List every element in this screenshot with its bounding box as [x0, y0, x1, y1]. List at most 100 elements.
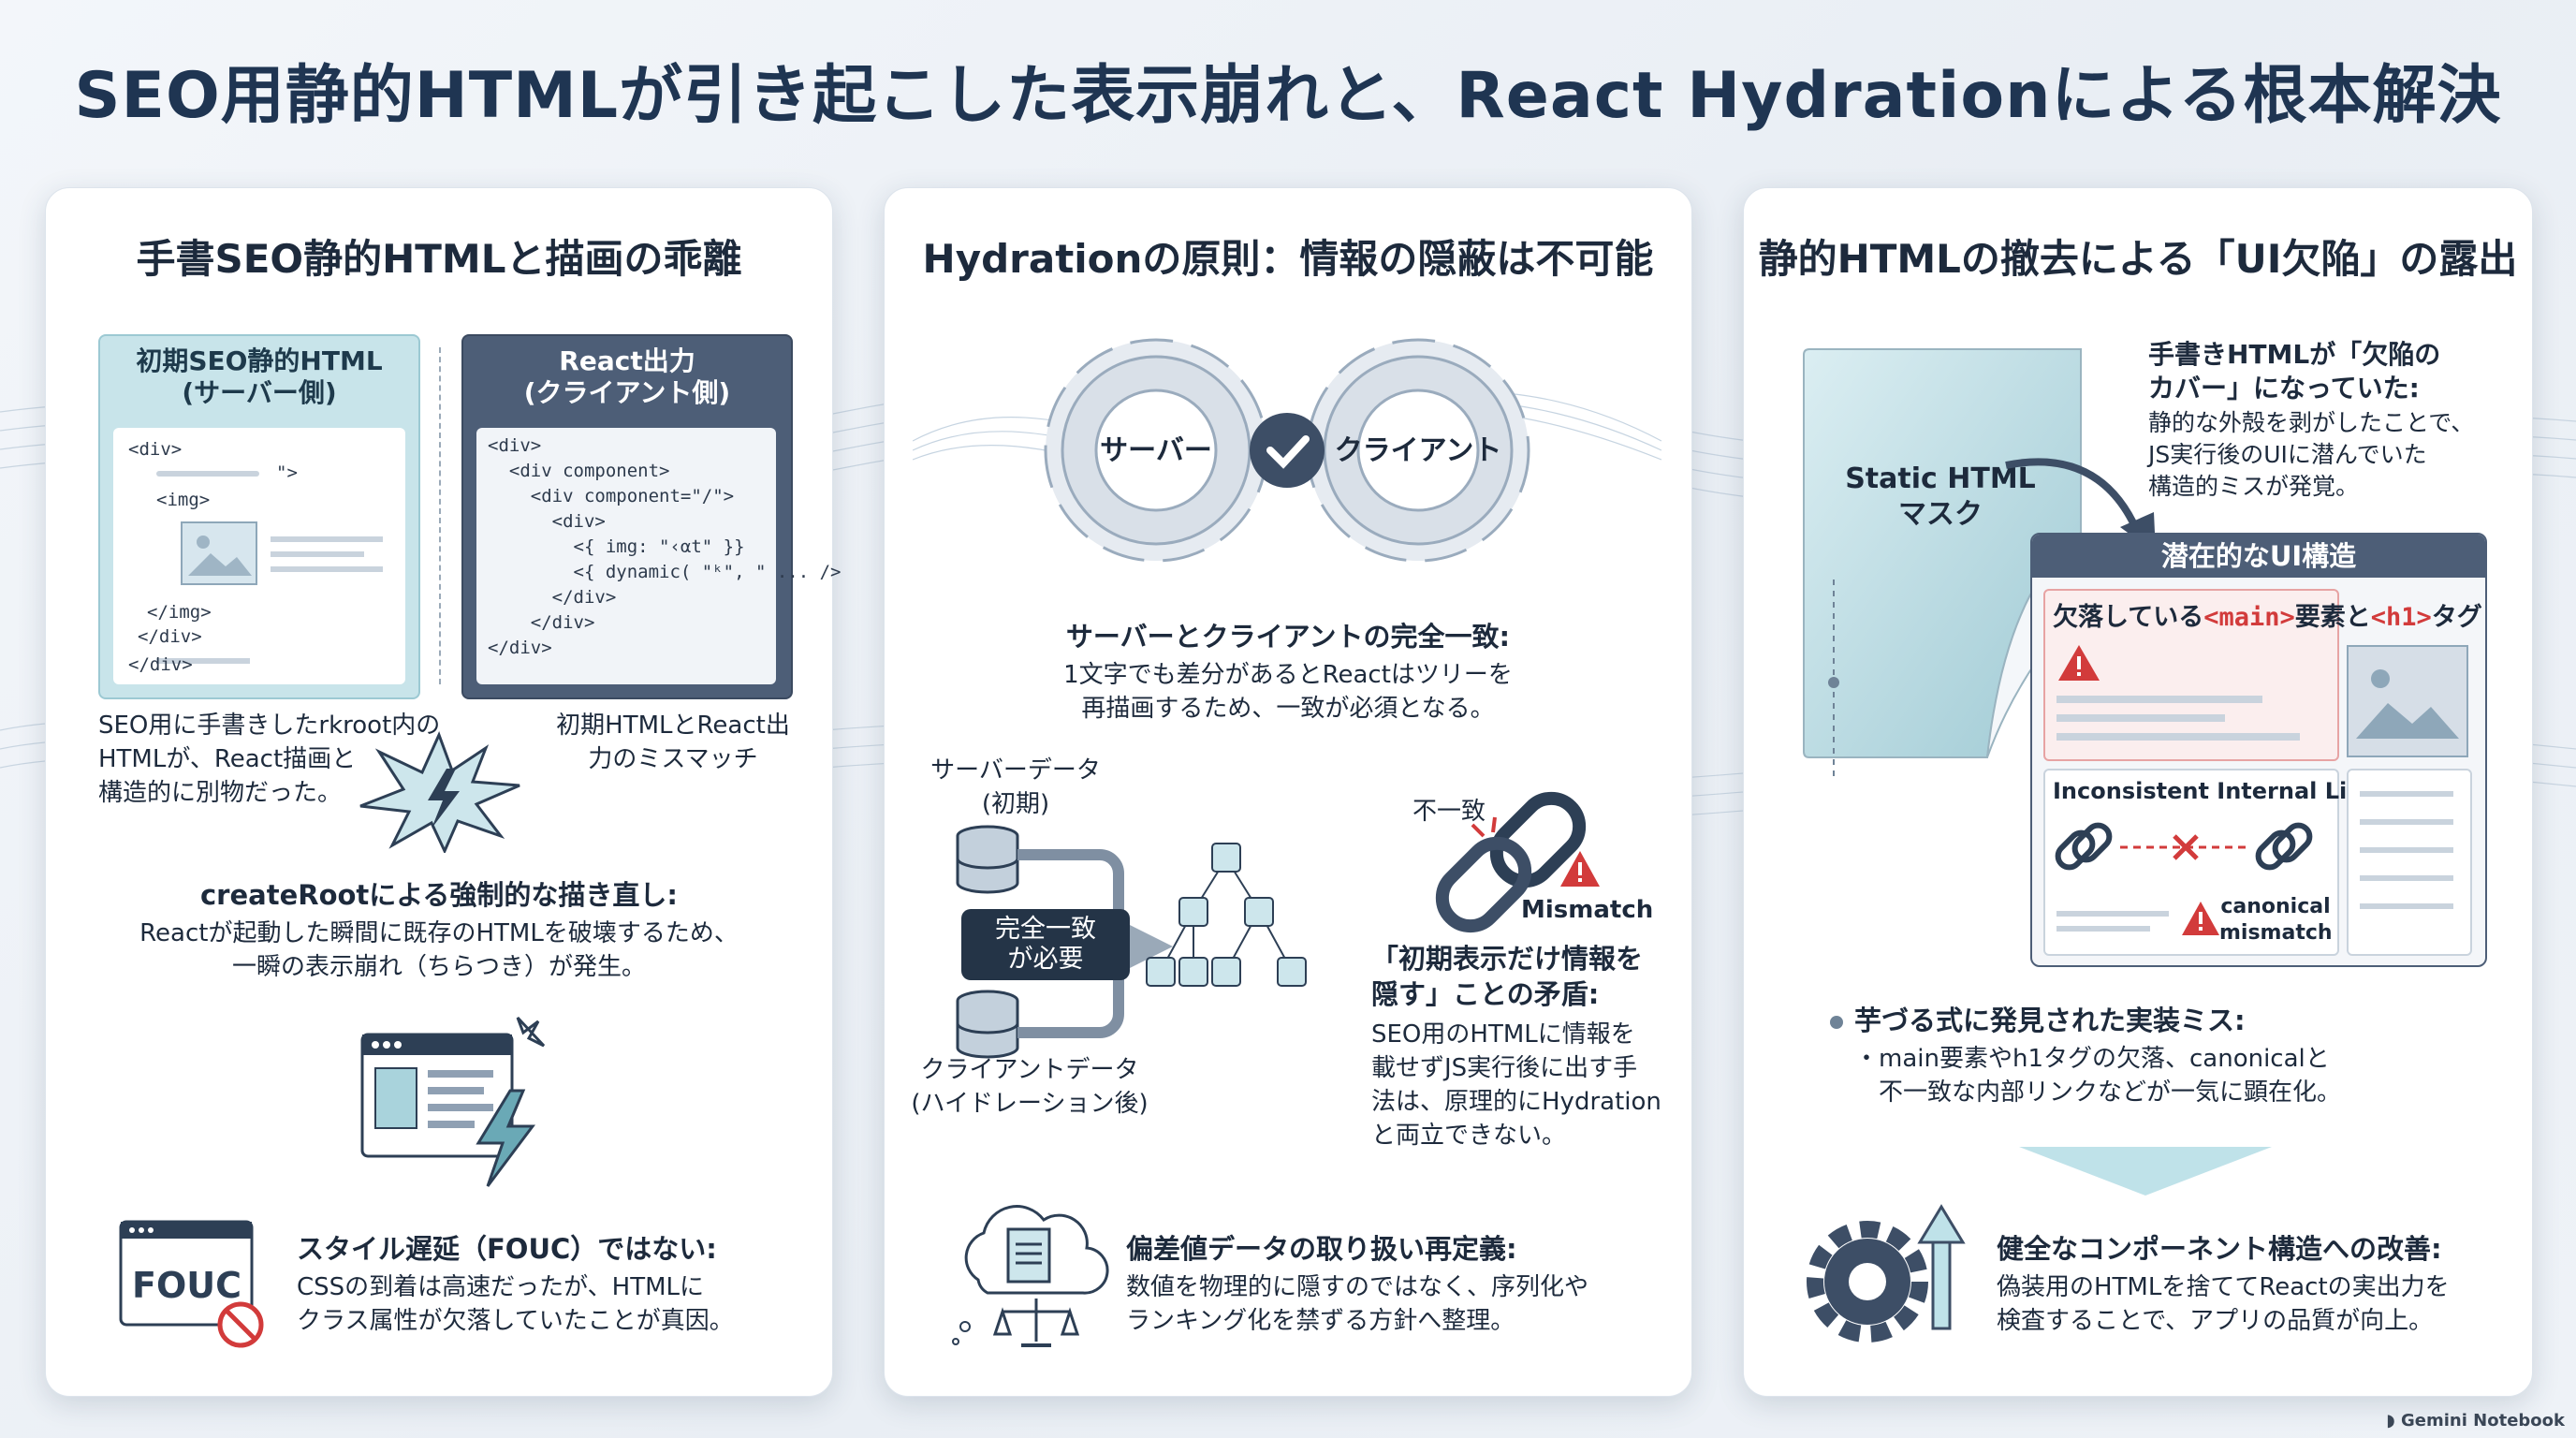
code-line: </div> [488, 587, 617, 608]
caption-left-line: 構造的に別物だった。 [98, 779, 343, 807]
divider [439, 347, 441, 684]
mask-label: Static HTML マスク [1837, 462, 2043, 533]
server-data-label: サーバーデータ (初期) [922, 754, 1109, 821]
static-html-title-line1: 初期SEO静的HTML [136, 345, 383, 376]
latent-ui-header: 潜在的なUI構造 [2032, 535, 2485, 578]
mask-label-line: マスク [1898, 498, 1983, 531]
body-line: 載せずJS実行後に出す手 [1371, 1054, 1638, 1082]
code-line: <{ img: "‹αt" }} [488, 536, 745, 557]
placeholder-line [2360, 903, 2453, 909]
redefine-body: 数値を物理的に隠すのではなく、序列化や ランキング化を禁ずる方針へ整理。 [1126, 1270, 1588, 1338]
static-html-title-line2: (サーバー側) [182, 377, 337, 408]
label-line: (ハイドレーション後) [911, 1090, 1149, 1118]
main-tag: <main> [2203, 603, 2295, 632]
body-line: 数値を物理的に隠すのではなく、序列化や [1126, 1273, 1589, 1301]
placeholder-line [2056, 926, 2150, 932]
react-output-title-line1: React出力 [559, 345, 695, 376]
body-line: 構造的ミスが発覚。 [2148, 473, 2360, 500]
title-line: 「初期表示だけ情報を [1371, 943, 1644, 975]
body-line: SEO用のHTMLに情報を [1371, 1020, 1635, 1049]
body-line: Reactが起動した瞬間に既存のHTMLを破壊するため、 [139, 919, 739, 947]
code-line: <div component="/"> [488, 486, 735, 506]
label-line: (初期) [981, 790, 1050, 818]
panel1-title: 手書SEO静的HTMLと描画の乖離 [136, 236, 742, 282]
code-line: "> [276, 462, 298, 483]
caption-left-line: SEO用に手書きしたrkroot内の [98, 712, 441, 740]
tree-icon [1146, 843, 1307, 987]
placeholder-line [2360, 819, 2453, 825]
cover-body: 静的な外殻を剥がしたことで、 JS実行後のUIに潜んでいた 構造的ミスが発覚。 [2148, 407, 2474, 503]
code-line: <div component> [488, 461, 670, 481]
gear-icon [1044, 338, 1268, 563]
badge-line: 完全一致 [995, 915, 1096, 944]
body-line: ランキング化を禁ずる方針へ整理。 [1126, 1307, 1515, 1335]
placeholder-line [2360, 875, 2453, 881]
static-html-code-card: <div> "> <img> </img> </div> </div> [113, 428, 405, 684]
body-line: 偽装用のHTMLを捨ててReactの実出力を [1997, 1273, 2450, 1301]
body-line: 法は、原理的にHydration [1371, 1088, 1661, 1116]
fouc-window-icon [119, 1220, 264, 1348]
body-line: 検査することで、アプリの品質が向上。 [1997, 1307, 2434, 1335]
mismatch-label: Mismatch [1521, 896, 1654, 924]
footer-label: Gemini Notebook [2401, 1411, 2565, 1431]
found-title: 芋づる式に発見された実装ミス: [1854, 1005, 2246, 1036]
body-line: ・main要素やh1タグの欠落、canonicalと [1854, 1045, 2330, 1073]
mismatch-top-label: 不一致 [1412, 798, 1486, 826]
footer-brand: ◗ Gemini Notebook [2386, 1411, 2565, 1431]
image-icon [181, 521, 257, 585]
improve-title: 健全なコンポーネント構造への改善: [1997, 1233, 2442, 1265]
links-title: Inconsistent Internal Links [2053, 778, 2392, 804]
fouc-label: FOUC [132, 1265, 242, 1306]
code-line: <div> [488, 511, 606, 532]
contradiction-title: 「初期表示だけ情報を 隠す」ことの矛盾: [1371, 941, 1643, 1012]
lightning-icon [476, 1089, 535, 1187]
latent-ui-card: 潜在的なUI構造 欠落している<main>要素と<h1>タグ Inconsist… [2030, 533, 2487, 967]
title-line: 手書きHTMLが「欠陥の [2148, 339, 2441, 370]
database-icon [956, 825, 1019, 894]
code-line: </img> [147, 602, 212, 623]
code-line: </div> [128, 654, 193, 675]
improve-body: 偽装用のHTMLを捨ててReactの実出力を 検査することで、アプリの品質が向上… [1997, 1270, 2450, 1338]
title-line: カバー」になっていた: [2148, 373, 2420, 404]
title-line: 隠す」ことの矛盾: [1371, 978, 1600, 1010]
code-line: </div> [488, 638, 552, 658]
label-line: クライアントデータ [920, 1056, 1139, 1084]
badge-line: が必要 [1007, 945, 1084, 974]
body-line: と両立できない。 [1371, 1122, 1567, 1150]
match-title: サーバーとクライアントの完全一致: [1065, 621, 1511, 653]
link-mismatch-diagram [2055, 822, 2313, 871]
body-line: クラス属性が欠落していたことが真因。 [297, 1307, 734, 1335]
caption-right-line: 力のミスマッチ [588, 745, 758, 773]
image-icon [2347, 645, 2468, 757]
caption-right-line: 初期HTMLとReact出 [556, 712, 790, 740]
link-icon [2255, 822, 2313, 871]
gears-diagram [913, 338, 1661, 563]
code-placeholder [156, 471, 259, 477]
page-title: SEO用静的HTMLが引き起こした表示崩れと、React Hydrationによ… [74, 59, 2502, 133]
gear-label-client: クライアント [1334, 434, 1502, 467]
code-line: </div> [488, 612, 595, 633]
code-line: <{ dynamic( "ᵏ", " ... /> [488, 562, 842, 582]
gemini-icon: ◗ [2386, 1411, 2401, 1431]
browser-window-icon [360, 1016, 546, 1158]
placeholder-line [2056, 714, 2225, 722]
document-scale-icon [952, 1205, 1109, 1347]
mask-label-line: Static HTML [1845, 462, 2036, 495]
react-output-code-card: <div> <div component> <div component="/"… [476, 428, 842, 684]
section-createroot-title: createRootによる強制的な描き直し: [199, 879, 679, 911]
database-icon [956, 990, 1019, 1059]
warning-icon [1560, 851, 1600, 887]
panel-ui-defects: 静的HTMLの撤去による「UI欠陥」の露出 Static HTML マスク 手書… [1743, 187, 2533, 1397]
code-placeholder [271, 536, 383, 542]
code-placeholder [271, 566, 383, 572]
panel3-title: 静的HTMLの撤去による「UI欠陥」の露出 [1758, 236, 2518, 282]
body-line: 再描画するため、一致が必須となる。 [1081, 695, 1495, 723]
missing-mid: 要素と [2294, 603, 2371, 632]
canonical-mismatch-label: canonical mismatch [2219, 894, 2333, 946]
gear-icon [1306, 338, 1530, 563]
contradiction-body: SEO用のHTMLに情報を 載せずJS実行後に出す手 法は、原理的にHydrat… [1371, 1018, 1661, 1152]
placeholder-line [2360, 847, 2453, 853]
code-placeholder [156, 658, 250, 664]
section-fouc-body: CSSの到着は高速だったが、HTMLに クラス属性が欠落していたことが真因。 [297, 1270, 734, 1338]
react-output-title-line2: (クライアント側) [523, 377, 731, 408]
